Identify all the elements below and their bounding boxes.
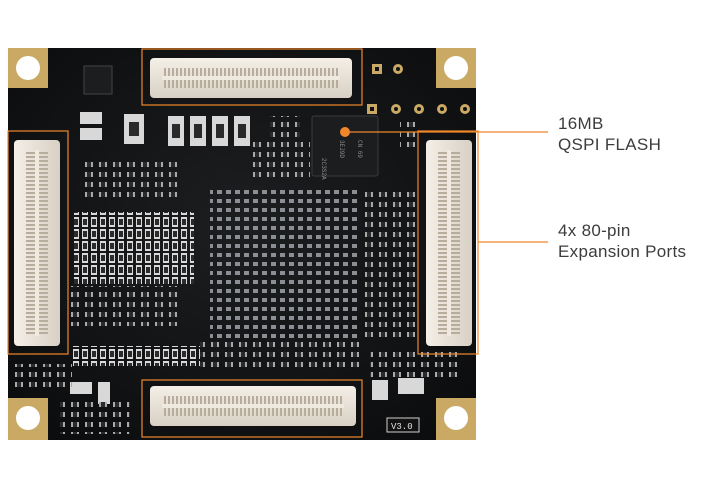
connector-top [150,58,352,98]
connector-left [14,140,60,346]
callout-flash-line1: 16MB [558,114,604,133]
highlight-top-connector [141,48,363,106]
highlight-left-connector [7,130,69,355]
small-ic [83,65,113,95]
callout-ports-line1: 4x 80-pin [558,221,631,240]
qspi-flash-chip: 2C3S2A 3EJ9D CN 69 [311,115,379,180]
pin-header [367,64,470,114]
highlight-boxes [7,48,479,438]
callout-ports: 4x 80-pin Expansion Ports [558,220,686,262]
callout-flash: 16MB QSPI FLASH [558,113,661,155]
chip-marking-1: 2C3S2A [320,158,327,180]
highlight-bottom-connector [141,379,363,438]
mounting-holes [8,48,476,440]
chip-marking-3: CN 69 [356,140,363,158]
callout-ports-line2: Expansion Ports [558,242,687,261]
connector-right [426,140,472,346]
chip-marking-2: 3EJ9D [338,140,345,158]
callout-flash-line2: QSPI FLASH [558,135,662,154]
connector-bottom [150,386,356,426]
version-text: V3.0 [391,422,413,432]
version-label: V3.0 [386,417,420,433]
capacitors [70,112,424,404]
component-field [12,116,460,434]
